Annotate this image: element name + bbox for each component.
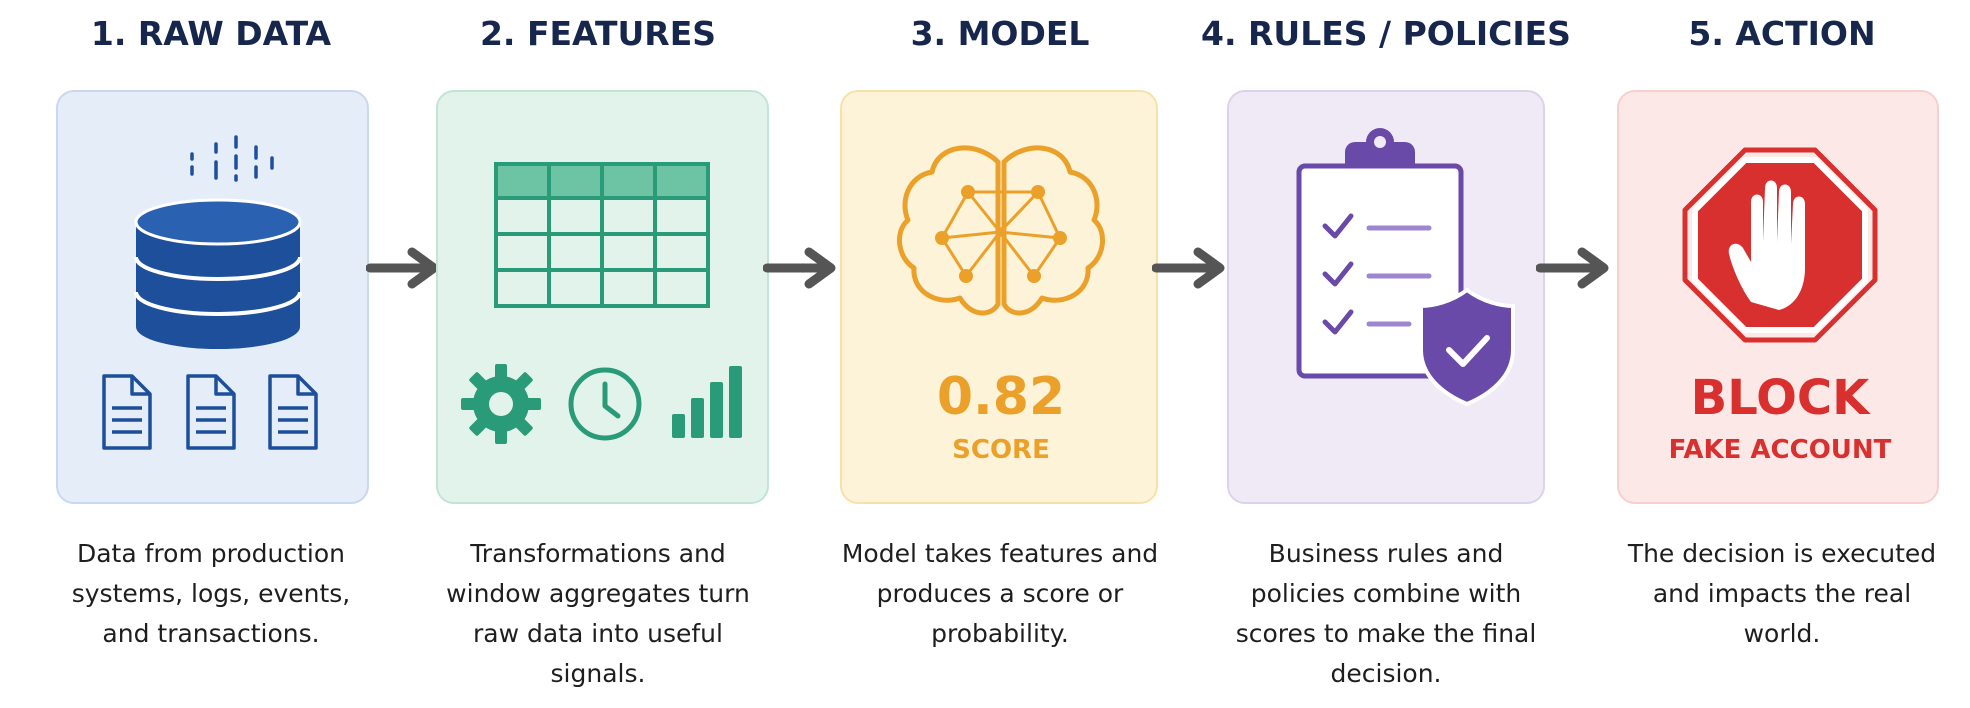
arrow-icon xyxy=(366,247,439,289)
shield-check-icon xyxy=(1419,287,1515,407)
database-icon xyxy=(134,198,302,349)
stage-description-rules-policies: Business rules and policies combine with… xyxy=(1235,539,1537,688)
document-icon xyxy=(102,374,318,450)
arrow-icon xyxy=(1152,247,1225,289)
rules-policies-card xyxy=(1227,90,1545,504)
stage-title-rules-policies: 4. RULES / POLICIES xyxy=(1201,14,1571,53)
stage-title-model: 3. MODEL xyxy=(910,14,1090,53)
stage-title-features: 2. FEATURES xyxy=(479,14,717,53)
score-value: 0.82 xyxy=(936,367,1066,427)
stage-title-action: 5. ACTION xyxy=(1688,14,1876,53)
raw-data-card xyxy=(56,90,369,504)
action-card: BLOCK FAKE ACCOUNT xyxy=(1617,90,1939,504)
stage-description-features: Transformations and window aggregates tu… xyxy=(446,539,750,688)
data-stream-icon xyxy=(190,135,274,182)
score-label: SCORE xyxy=(952,435,1050,465)
stage-description-model: Model takes features and produces a scor… xyxy=(841,539,1159,648)
clock-icon xyxy=(568,367,642,441)
action-value: BLOCK xyxy=(1690,370,1870,426)
arrow-icon xyxy=(763,247,836,289)
table-icon xyxy=(494,162,710,308)
stage-title-raw-data: 1. RAW DATA xyxy=(90,14,332,53)
arrow-icon xyxy=(1536,247,1609,289)
bar-chart-icon xyxy=(672,366,742,438)
brain-network-icon xyxy=(897,145,1105,316)
gear-icon xyxy=(461,364,541,444)
features-card xyxy=(436,90,769,504)
stage-description-action: The decision is executed and impacts the… xyxy=(1627,539,1937,648)
stop-hand-icon xyxy=(1682,147,1878,343)
model-card: 0.82 SCORE xyxy=(840,90,1158,504)
stage-description-raw-data: Data from production systems, logs, even… xyxy=(71,539,351,648)
action-label: FAKE ACCOUNT xyxy=(1668,435,1892,465)
